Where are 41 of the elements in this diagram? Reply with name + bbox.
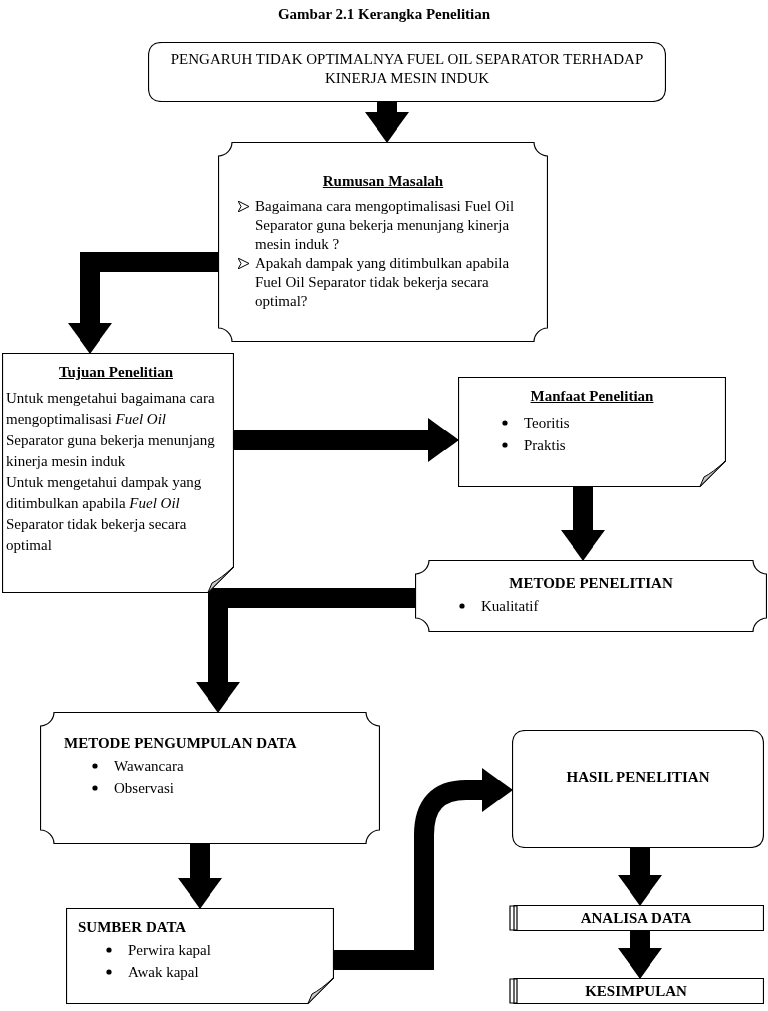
box-heading: METODE PENGUMPULAN DATA <box>64 734 298 753</box>
list-item: Awak kapal <box>128 962 199 982</box>
list-item: Praktis <box>524 435 566 455</box>
block-arrow <box>561 487 605 560</box>
note-box <box>2 353 234 593</box>
plaque-box <box>40 712 380 844</box>
note-box <box>458 377 726 487</box>
box-heading: SUMBER DATA <box>78 918 188 937</box>
block-arrow <box>618 848 662 905</box>
list-item: Perwira kapal <box>128 940 211 960</box>
block-arrow <box>196 588 415 712</box>
box-heading: PENGARUH TIDAK OPTIMALNYA FUEL OIL SEPARATOR TERHADAP KINERJA MESIN INDUK <box>169 50 645 88</box>
scroll-banner <box>508 978 764 1004</box>
list-item: Kualitatif <box>481 596 539 616</box>
list-item: Untuk mengetahui bagaimana cara mengoptimalisasi Fuel Oil Separator guna bekerja menunjang kinerja mesin induk <box>6 388 216 471</box>
box-heading: ANALISA DATA <box>579 909 693 928</box>
block-arrow <box>334 768 512 970</box>
scroll-banner <box>508 905 764 931</box>
rounded-box <box>148 42 666 102</box>
block-arrow <box>68 252 218 353</box>
box-heading: METODE PENELITIAN <box>508 574 674 593</box>
list-item: Untuk mengetahui dampak yang ditimbulkan apabila Fuel Oil Separator tidak bekerja secara optimal <box>6 472 203 555</box>
box-heading: Rumusan Masalah <box>321 172 445 191</box>
list-item: Bagaimana cara mengoptimalisasi Fuel Oil Separator guna bekerja menunjang kinerja mesin induk ? <box>255 196 516 254</box>
list-item: Observasi <box>114 778 174 798</box>
box-heading: KESIMPULAN <box>584 982 688 1001</box>
block-arrow <box>178 844 222 908</box>
block-arrow <box>234 418 458 462</box>
block-arrow <box>365 102 409 142</box>
figure-title: Gambar 2.1 Kerangka Penelitian <box>276 5 492 24</box>
note-box <box>66 908 334 1004</box>
list-item: Apakah dampak yang ditimbulkan apabila Fuel Oil Separator tidak bekerja secara optimal? <box>255 253 511 311</box>
list-item: Teoritis <box>524 413 570 433</box>
box-heading: Manfaat Penelitian <box>529 387 655 406</box>
block-arrow <box>618 931 662 978</box>
box-heading: HASIL PENELITIAN <box>565 768 711 787</box>
box-heading: Tujuan Penelitian <box>57 363 175 382</box>
list-item: Wawancara <box>114 756 184 776</box>
rounded-box <box>512 730 764 848</box>
plaque-box <box>415 560 767 632</box>
plaque-box <box>218 142 548 342</box>
